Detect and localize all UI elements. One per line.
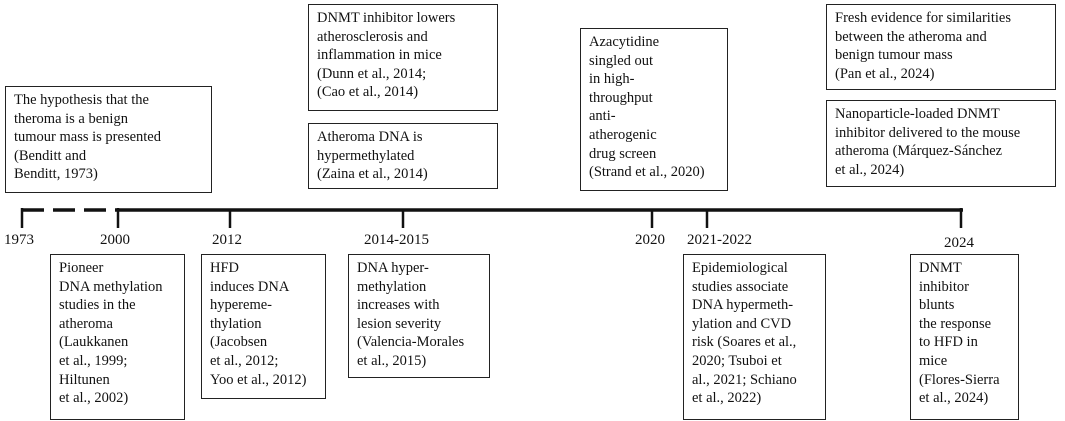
- event-text: Atheroma DNA is hypermethylated (Zaina e…: [317, 129, 428, 183]
- event-text: Pioneer DNA methylation studies in the a…: [59, 260, 163, 407]
- year-2000-label: 2000: [100, 232, 130, 248]
- event-box-hfd: HFD induces DNA hypereme- thylation (Jac…: [201, 254, 326, 399]
- year-2020-label: 2020: [635, 232, 665, 248]
- event-text: DNMT inhibitor lowers atherosclerosis an…: [317, 10, 456, 101]
- event-box-dnmt-blunts: DNMT inhibitor blunts the response to HF…: [910, 254, 1019, 420]
- event-box-fresh-evidence: Fresh evidence for similarities between …: [826, 4, 1056, 90]
- event-text: DNA hyper- methylation increases with le…: [357, 260, 465, 369]
- event-box-nanoparticle: Nanoparticle-loaded DNMT inhibitor deliv…: [826, 100, 1056, 187]
- event-box-lesion-severity: DNA hyper- methylation increases with le…: [348, 254, 490, 378]
- year-2021-2022-label: 2021-2022: [687, 232, 752, 248]
- event-box-azacytidine: Azacytidine singled out in high- through…: [580, 28, 728, 191]
- event-text: Epidemiological studies associate DNA hy…: [692, 260, 797, 407]
- event-text: Azacytidine singled out in high- through…: [589, 34, 705, 181]
- year-1973-label: 1973: [4, 232, 34, 248]
- event-box-pioneer: Pioneer DNA methylation studies in the a…: [50, 254, 185, 420]
- event-box-hypothesis: The hypothesis that the theroma is a ben…: [5, 86, 212, 193]
- event-text: DNMT inhibitor blunts the response to HF…: [919, 260, 1000, 407]
- year-2024-label: 2024: [944, 235, 974, 251]
- event-text: HFD induces DNA hypereme- thylation (Jac…: [210, 260, 307, 388]
- event-text: Fresh evidence for similarities between …: [835, 10, 1011, 82]
- event-box-epidemiological: Epidemiological studies associate DNA hy…: [683, 254, 826, 420]
- event-text: Nanoparticle-loaded DNMT inhibitor deliv…: [835, 106, 1021, 178]
- event-text: The hypothesis that the theroma is a ben…: [14, 92, 161, 183]
- event-box-dnmt-inhibitor-mice: DNMT inhibitor lowers atherosclerosis an…: [308, 4, 498, 111]
- year-2014-2015-label: 2014-2015: [364, 232, 429, 248]
- year-2012-label: 2012: [212, 232, 242, 248]
- event-box-hypermethylated: Atheroma DNA is hypermethylated (Zaina e…: [308, 123, 498, 189]
